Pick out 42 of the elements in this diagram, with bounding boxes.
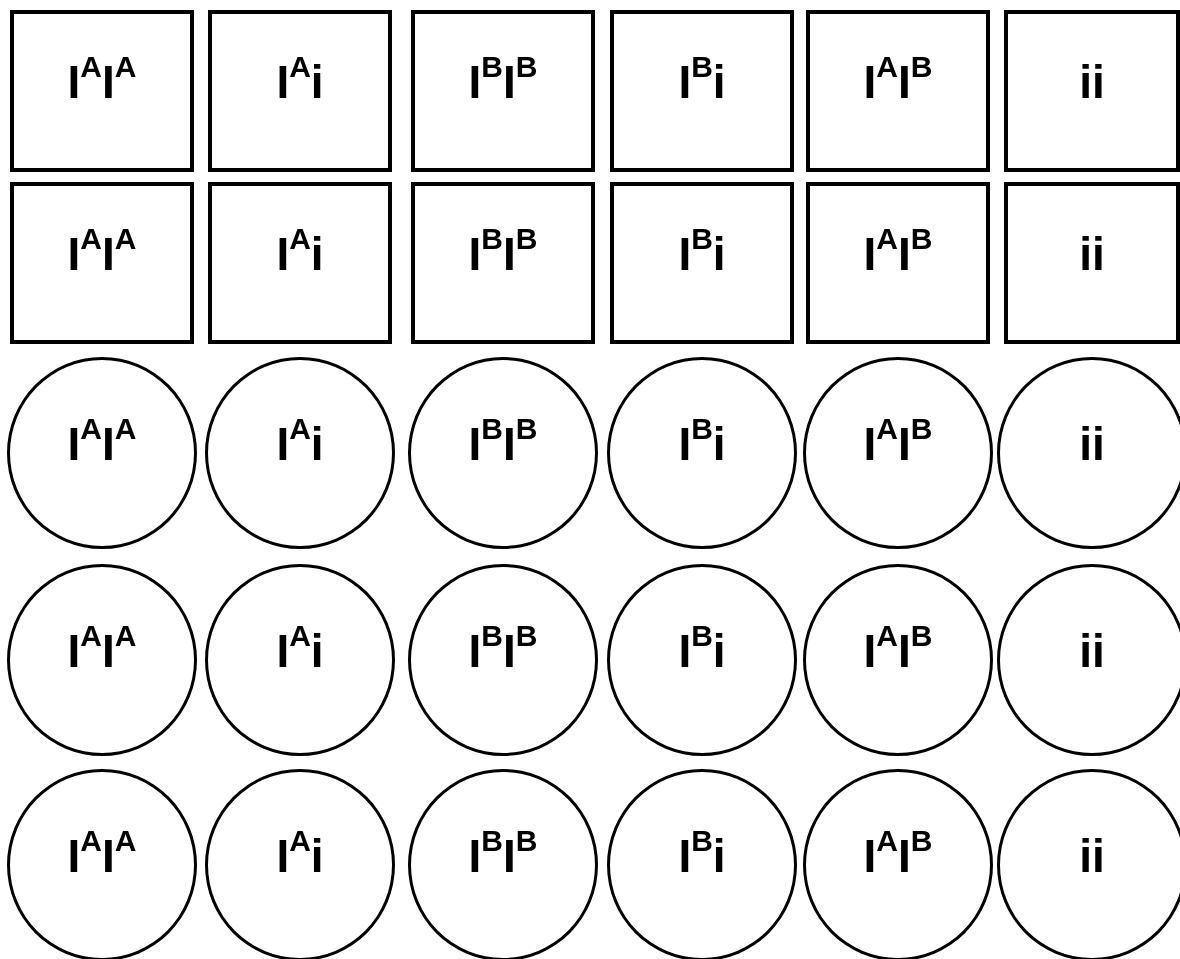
genotype-label: I$^{B}$i xyxy=(678,421,726,467)
genotype-card xyxy=(208,182,392,344)
genotype-label: I$^{B}$I$^{B}$ xyxy=(468,231,538,277)
genotype-label: I$^{A}$I$^{B}$ xyxy=(863,628,933,674)
genotype-label: ii xyxy=(1079,59,1105,105)
genotype-card xyxy=(10,182,194,344)
genotype-label: I$^{B}$i xyxy=(678,231,726,277)
genotype-label: I$^{B}$i xyxy=(678,628,726,674)
genotype-label: I$^{A}$I$^{B}$ xyxy=(863,833,933,879)
genotype-card xyxy=(10,10,194,172)
genotype-card xyxy=(806,182,990,344)
genotype-label: I$^{A}$i xyxy=(276,231,324,277)
genotype-label: I$^{B}$i xyxy=(678,833,726,879)
genotype-label: I$^{A}$I$^{B}$ xyxy=(863,59,933,105)
genotype-label: I$^{A}$I$^{B}$ xyxy=(863,231,933,277)
genotype-label: I$^{A}$I$^{A}$ xyxy=(67,421,137,467)
genotype-label: I$^{B}$I$^{B}$ xyxy=(468,628,538,674)
genotype-card xyxy=(411,10,595,172)
genotype-label: I$^{B}$I$^{B}$ xyxy=(468,421,538,467)
genotype-label: I$^{B}$I$^{B}$ xyxy=(468,59,538,105)
genotype-card xyxy=(1004,182,1180,344)
genotype-label: I$^{A}$I$^{B}$ xyxy=(863,421,933,467)
genotype-label: I$^{A}$i xyxy=(276,628,324,674)
genotype-card xyxy=(806,10,990,172)
genotype-card xyxy=(411,182,595,344)
genotype-label: ii xyxy=(1079,231,1105,277)
genotype-card xyxy=(610,182,794,344)
genotype-label: ii xyxy=(1079,628,1105,674)
genotype-card xyxy=(208,10,392,172)
genotype-label: I$^{A}$I$^{A}$ xyxy=(67,59,137,105)
genotype-label: I$^{A}$i xyxy=(276,421,324,467)
genotype-label: ii xyxy=(1079,421,1105,467)
genotype-label: I$^{A}$I$^{A}$ xyxy=(67,628,137,674)
genotype-card xyxy=(610,10,794,172)
genotype-label: I$^{A}$i xyxy=(276,59,324,105)
genotype-label: I$^{B}$I$^{B}$ xyxy=(468,833,538,879)
genotype-label: I$^{A}$I$^{A}$ xyxy=(67,833,137,879)
genotype-label: I$^{A}$i xyxy=(276,833,324,879)
genotype-label: I$^{B}$i xyxy=(678,59,726,105)
genotype-label: ii xyxy=(1079,833,1105,879)
genotype-card xyxy=(1004,10,1180,172)
genotype-label: I$^{A}$I$^{A}$ xyxy=(67,231,137,277)
